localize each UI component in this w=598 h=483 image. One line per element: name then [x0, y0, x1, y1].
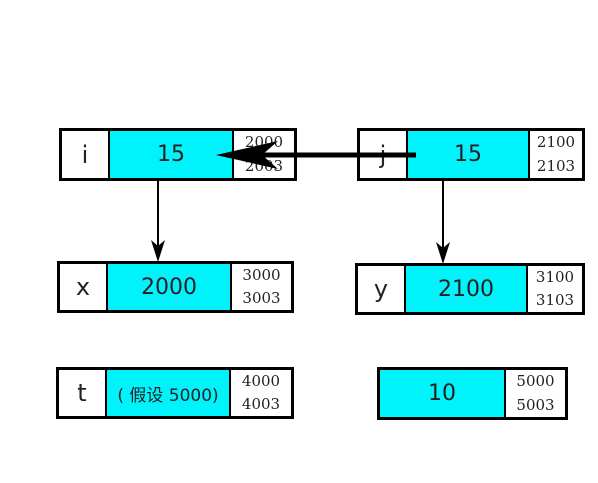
memory-box-j: j 15 2100 2103	[357, 128, 585, 181]
arrowhead-j-to-y	[436, 242, 450, 264]
arrowhead-i-to-x	[151, 240, 165, 262]
value-cell-t: ( 假设 5000)	[107, 370, 231, 416]
address-end-j: 2103	[536, 156, 576, 175]
variable-name-y: y	[358, 266, 406, 312]
address-range-i: 2000 2003	[234, 131, 294, 178]
memory-box-i: i 15 2000 2003	[59, 128, 297, 181]
address-end-x: 3003	[242, 289, 281, 307]
address-range-y: 3100 3103	[528, 266, 582, 312]
value-cell-i: 15	[110, 131, 234, 178]
variable-name-t: t	[59, 370, 107, 416]
address-start-anonymous: 5000	[516, 372, 555, 391]
address-range-anonymous: 5000 5003	[506, 370, 565, 417]
memory-box-t: t ( 假设 5000) 4000 4003	[56, 367, 294, 419]
memory-box-x: x 2000 3000 3003	[57, 261, 294, 313]
address-range-t: 4000 4003	[231, 370, 291, 416]
address-start-t: 4000	[241, 372, 281, 390]
address-range-j: 2100 2103	[530, 131, 582, 178]
value-cell-anonymous: 10	[380, 370, 506, 417]
value-cell-j: 15	[408, 131, 530, 178]
address-start-y: 3100	[535, 268, 575, 286]
variable-name-i: i	[62, 131, 110, 178]
value-cell-x: 2000	[108, 264, 232, 310]
address-end-y: 3103	[535, 291, 575, 309]
address-range-x: 3000 3003	[232, 264, 291, 310]
memory-box-y: y 2100 3100 3103	[355, 263, 585, 315]
value-cell-y: 2100	[406, 266, 528, 312]
variable-name-j: j	[360, 131, 408, 178]
address-end-i: 2003	[244, 156, 284, 175]
address-start-i: 2000	[244, 133, 284, 152]
address-start-j: 2100	[536, 133, 576, 152]
memory-box-anonymous: 10 5000 5003	[377, 367, 568, 420]
address-start-x: 3000	[242, 266, 281, 284]
variable-name-x: x	[60, 264, 108, 310]
address-end-t: 4003	[241, 395, 281, 413]
address-end-anonymous: 5003	[516, 395, 555, 414]
